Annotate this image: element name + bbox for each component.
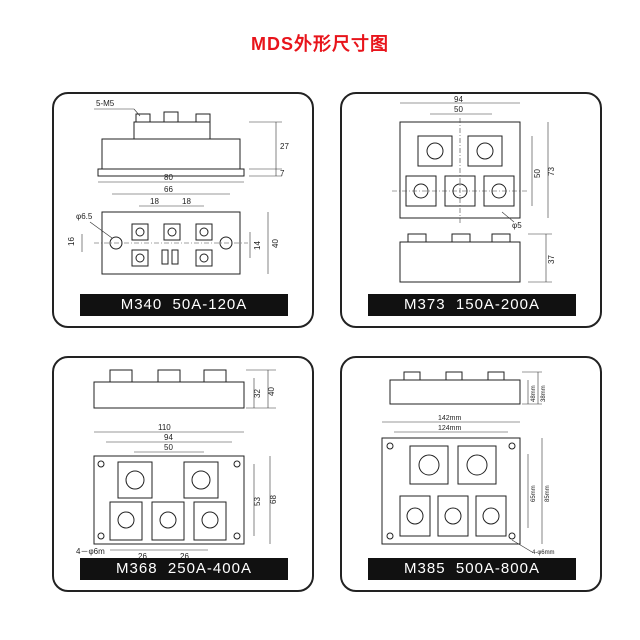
m368-terminal-1: [117, 461, 153, 499]
m385-terminal-1: [409, 445, 449, 485]
m340-dim-16: 16: [67, 237, 76, 246]
m340-dim-66: 66: [164, 185, 173, 194]
m368-dim-40: 40: [267, 387, 276, 396]
m340-dim-18a: 18: [150, 197, 159, 206]
m340-screw-2: [163, 223, 181, 241]
page-title: MDS外形尺寸图: [251, 34, 389, 54]
m385-dim-65mm: 65mm: [531, 485, 537, 502]
m368-dim-26b: 26: [180, 552, 189, 561]
m373-side-body: [399, 241, 521, 283]
m373-dim-73: 73: [547, 167, 556, 176]
m340-screw-3: [195, 223, 213, 241]
m385-terminal-2: [457, 445, 497, 485]
m385-dim-124mm: 124mm: [438, 425, 462, 432]
m368-terminal-5: [193, 501, 227, 541]
m340-terminal-2: [163, 111, 179, 123]
m373-dim-50: 50: [454, 105, 463, 114]
m385-top-body: [381, 437, 521, 545]
m340-terminal-3: [195, 113, 211, 123]
m368-terminal-4: [151, 501, 185, 541]
m385-side-body: [389, 379, 521, 405]
m373-drawing: 94 50 50 73 φ5 37: [392, 95, 556, 283]
m385-dim-85mm: 85mm: [545, 485, 551, 502]
drawing-panel-m340: 5-M5 27 7 80 66 18 18 φ6.5 1: [52, 92, 314, 328]
m368-dim-110: 110: [158, 423, 171, 432]
m385-dim-142mm: 142mm: [438, 415, 462, 422]
m385-model-label: M385 500A-800A: [368, 558, 576, 580]
m385-terminal-5: [475, 495, 507, 537]
m340-side-cover: [133, 121, 211, 140]
m385-dim-48mm: 48mm: [531, 385, 537, 402]
m340-side-body: [101, 138, 241, 170]
m385-dim-38mm: 38mm: [541, 385, 547, 402]
m340-screw-4: [131, 249, 149, 267]
m368-dim-26a: 26: [138, 552, 147, 561]
m373-dim-37: 37: [547, 255, 556, 264]
m368-side-body: [93, 381, 245, 409]
m368-terminal-3: [109, 501, 143, 541]
m385-terminal-3: [399, 495, 431, 537]
m368-dim-53: 53: [253, 497, 262, 506]
m340-dim-40: 40: [271, 239, 280, 248]
m340-dim-27: 27: [280, 142, 289, 151]
m373-terminal-2: [467, 135, 503, 167]
m368-dim-68: 68: [269, 495, 278, 504]
m368-drawing: 32 40 110 94 50 53 68 4－φ6m 26 26: [76, 369, 278, 561]
m373-dim-94: 94: [454, 95, 463, 104]
m373-model-label: M373 150A-200A: [368, 294, 576, 316]
m368-terminal-2: [183, 461, 219, 499]
m340-side-base: [97, 168, 245, 177]
m340-dim-5-m5: 5-M5: [96, 99, 115, 108]
m373-dim-50-v: 50: [533, 169, 542, 178]
m340-dim-18b: 18: [182, 197, 191, 206]
m340-dim-7: 7: [280, 169, 285, 178]
m368-model-label: M368 250A-400A: [80, 558, 288, 580]
m340-screw-1: [131, 223, 149, 241]
m373-dim-phi5: φ5: [512, 221, 522, 230]
drawing-panel-m373: 94 50 50 73 φ5 37 M373 150A-200A: [340, 92, 602, 328]
m385-terminal-4: [437, 495, 469, 537]
m340-drawing: 5-M5 27 7 80 66 18 18 φ6.5 1: [67, 99, 289, 275]
m340-screw-5: [195, 249, 213, 267]
m340-model-label: M340 50A-120A: [80, 294, 288, 316]
m368-top-body: [93, 455, 245, 545]
m385-drawing: 48mm 38mm 142mm 124mm 65mm 85mm 4-φ6mm: [381, 371, 555, 556]
m340-dim-14: 14: [253, 241, 262, 250]
m340-dim-hole: φ6.5: [76, 212, 93, 221]
m368-dim-94: 94: [164, 433, 173, 442]
drawing-panel-m368: 32 40 110 94 50 53 68 4－φ6m 26 26 M368: [52, 356, 314, 592]
m368-dim-holes: 4－φ6m: [76, 547, 105, 556]
drawing-panel-m385: 48mm 38mm 142mm 124mm 65mm 85mm 4-φ6mm M…: [340, 356, 602, 592]
m340-terminal-1: [135, 113, 151, 123]
m368-dim-32: 32: [253, 389, 262, 398]
m373-terminal-1: [417, 135, 453, 167]
m385-dim-holes: 4-φ6mm: [532, 550, 555, 556]
m368-dim-50: 50: [164, 443, 173, 452]
m340-dim-80: 80: [164, 173, 173, 182]
